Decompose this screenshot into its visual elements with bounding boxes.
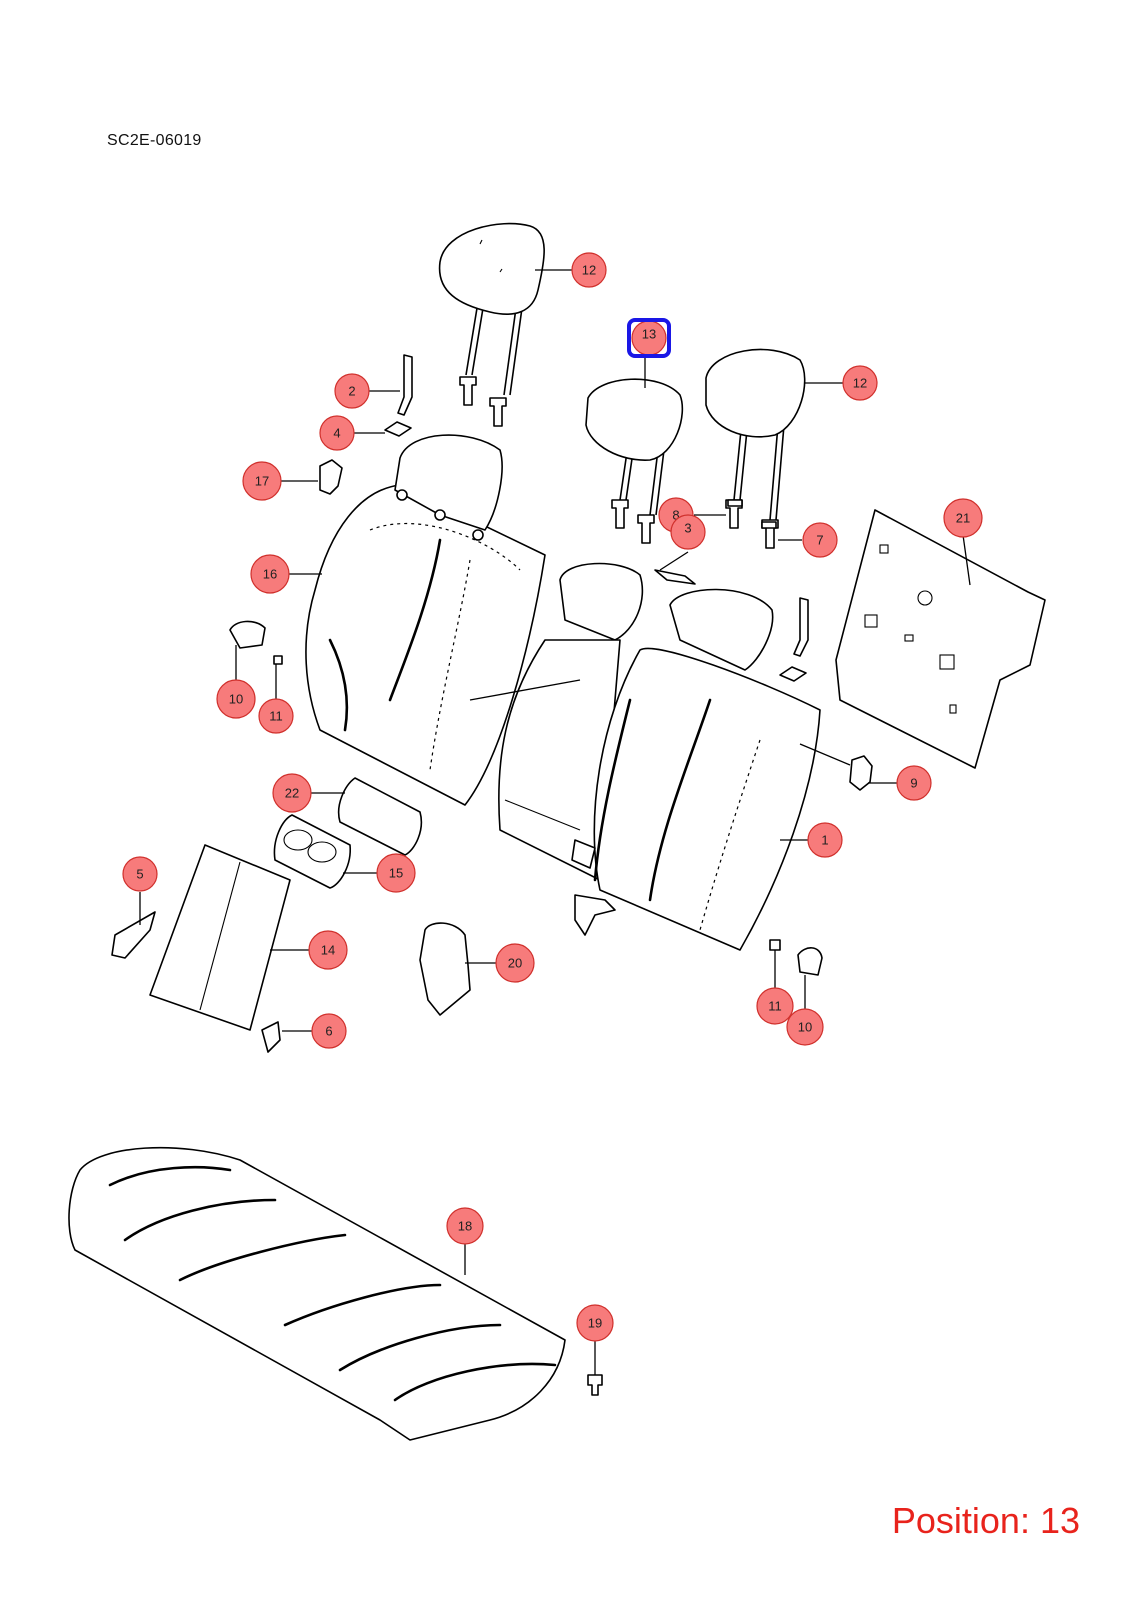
- part-11-right-bolt[interactable]: [769, 939, 781, 951]
- callout-12-left[interactable]: 12: [571, 252, 607, 288]
- right-plate[interactable]: [779, 666, 807, 682]
- callout-6[interactable]: 6: [311, 1013, 347, 1049]
- svg-text:8: 8: [672, 508, 679, 523]
- svg-text:9: 9: [910, 776, 917, 791]
- callout-10-right[interactable]: 10: [786, 1008, 824, 1046]
- part-3-buckle[interactable]: [654, 569, 696, 585]
- callout-1[interactable]: 1: [807, 822, 843, 858]
- svg-text:19: 19: [588, 1316, 602, 1331]
- svg-text:10: 10: [798, 1020, 812, 1035]
- part-20-bracket[interactable]: [419, 922, 471, 1016]
- callout-11-left[interactable]: 11: [258, 698, 294, 734]
- part-15-cupholder[interactable]: [273, 814, 351, 889]
- left-headrest-guides: [459, 376, 507, 427]
- part-5-bracket[interactable]: [111, 911, 156, 959]
- part-4-plate[interactable]: [384, 421, 412, 437]
- svg-text:14: 14: [321, 943, 335, 958]
- callout-15[interactable]: 15: [376, 853, 416, 893]
- left-headrest[interactable]: [438, 222, 545, 396]
- callout-22[interactable]: 22: [272, 773, 312, 813]
- callout-3[interactable]: 3: [670, 514, 706, 550]
- svg-text:17: 17: [255, 474, 269, 489]
- callout-11-right[interactable]: 11: [756, 987, 794, 1025]
- part-10-right-cover[interactable]: [797, 947, 823, 976]
- svg-text:2: 2: [348, 384, 355, 399]
- position-label: Position: 13: [891, 1500, 1080, 1541]
- right-bracket[interactable]: [793, 597, 809, 657]
- callout-12-right[interactable]: 12: [842, 365, 878, 401]
- svg-text:7: 7: [816, 533, 823, 548]
- svg-text:12: 12: [853, 376, 867, 391]
- callout-16[interactable]: 16: [250, 554, 290, 594]
- svg-text:12: 12: [582, 263, 596, 278]
- svg-text:22: 22: [285, 786, 299, 801]
- part-10-left-cover[interactable]: [229, 620, 266, 649]
- callout-5[interactable]: 5: [122, 856, 158, 892]
- callout-20[interactable]: 20: [495, 943, 535, 983]
- part-7-guide[interactable]: [761, 521, 777, 529]
- svg-text:11: 11: [269, 709, 283, 724]
- svg-text:5: 5: [136, 867, 143, 882]
- callout-18[interactable]: 18: [446, 1207, 484, 1245]
- svg-text:18: 18: [458, 1219, 472, 1234]
- callout-7[interactable]: 7: [802, 522, 838, 558]
- leader-lines: [139, 269, 971, 1375]
- part-19-clip[interactable]: [587, 1374, 603, 1396]
- svg-text:4: 4: [333, 426, 340, 441]
- svg-text:3: 3: [684, 521, 691, 536]
- right-seatback[interactable]: [571, 588, 821, 951]
- right-headrest[interactable]: [705, 348, 806, 549]
- highlight-box: [627, 318, 671, 358]
- svg-text:1: 1: [821, 833, 828, 848]
- svg-text:16: 16: [263, 567, 277, 582]
- callout-2[interactable]: 2: [334, 373, 370, 409]
- part-8-guide[interactable]: [727, 499, 743, 507]
- svg-text:6: 6: [325, 1024, 332, 1039]
- diagram-code: SC2E-06019: [107, 132, 202, 149]
- part-18-seat-cushion[interactable]: [68, 1146, 566, 1441]
- callout-4[interactable]: 4: [319, 415, 355, 451]
- callout-17[interactable]: 17: [242, 461, 282, 501]
- part-11-left-bolt[interactable]: [273, 655, 283, 665]
- svg-text:11: 11: [768, 999, 782, 1014]
- callout-19[interactable]: 19: [576, 1304, 614, 1342]
- callout-9[interactable]: 9: [896, 765, 932, 801]
- center-headrest[interactable]: [585, 378, 684, 544]
- left-seatback[interactable]: [305, 434, 546, 806]
- part-2-bracket[interactable]: [397, 354, 413, 416]
- callout-21[interactable]: 21: [943, 498, 983, 538]
- callout-10-left[interactable]: 10: [216, 679, 256, 719]
- part-22-trim[interactable]: [337, 777, 423, 856]
- callout-13[interactable]: 13: [631, 320, 667, 356]
- svg-text:21: 21: [956, 511, 970, 526]
- svg-text:20: 20: [508, 956, 522, 971]
- svg-text:10: 10: [229, 692, 243, 707]
- svg-text:15: 15: [389, 866, 403, 881]
- part-6-hinge[interactable]: [261, 1021, 281, 1053]
- part-21-panel[interactable]: [835, 509, 1046, 769]
- callout-14[interactable]: 14: [308, 930, 348, 970]
- part-17-latch[interactable]: [319, 459, 343, 495]
- center-backrest[interactable]: [498, 562, 644, 881]
- part-9-latch[interactable]: [849, 755, 873, 791]
- svg-text:13: 13: [642, 327, 656, 342]
